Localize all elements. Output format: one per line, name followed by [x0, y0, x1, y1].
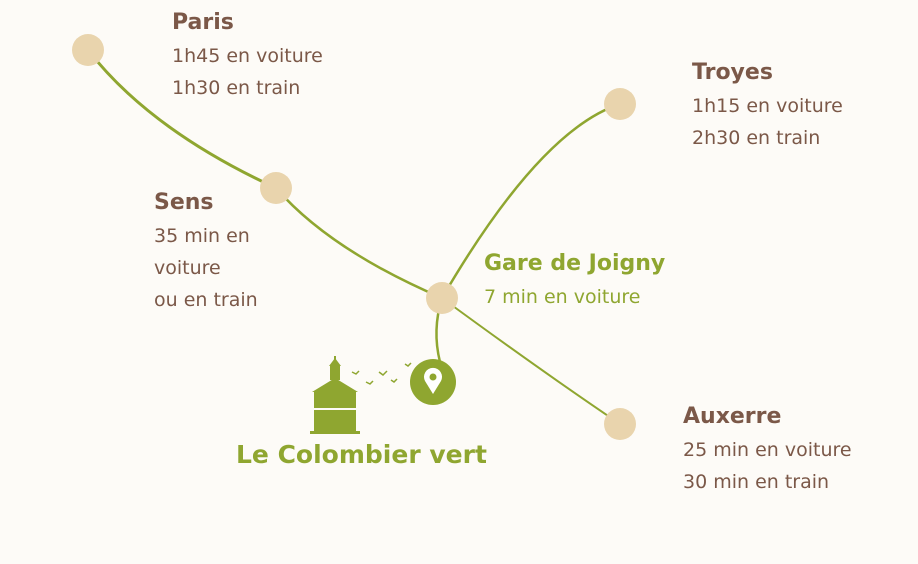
destination-title: Le Colombier vert — [236, 440, 487, 469]
label-paris: Paris 1h45 en voiture 1h30 en train — [172, 10, 323, 99]
birds-icon — [351, 362, 412, 385]
map-pin-icon — [410, 359, 456, 405]
label-sens: Sens 35 min en voiture ou en train — [154, 190, 258, 311]
label-gare-de-joigny: Gare de Joigny 7 min en voiture — [484, 251, 666, 308]
route-sens-joigny — [274, 186, 444, 300]
node-paris — [72, 34, 104, 66]
label-auxerre: Auxerre 25 min en voiture 30 min en trai… — [683, 404, 852, 493]
label-troyes: Troyes 1h15 en voiture 2h30 en train — [692, 60, 843, 149]
node-joigny — [426, 282, 458, 314]
node-sens — [260, 172, 292, 204]
node-troyes — [604, 88, 636, 120]
dovecote-illustration — [310, 356, 412, 434]
node-auxerre — [604, 408, 636, 440]
route-paris-sens — [86, 48, 278, 190]
route-joigny-auxerre — [441, 297, 621, 425]
route-troyes-joigny — [440, 102, 622, 300]
